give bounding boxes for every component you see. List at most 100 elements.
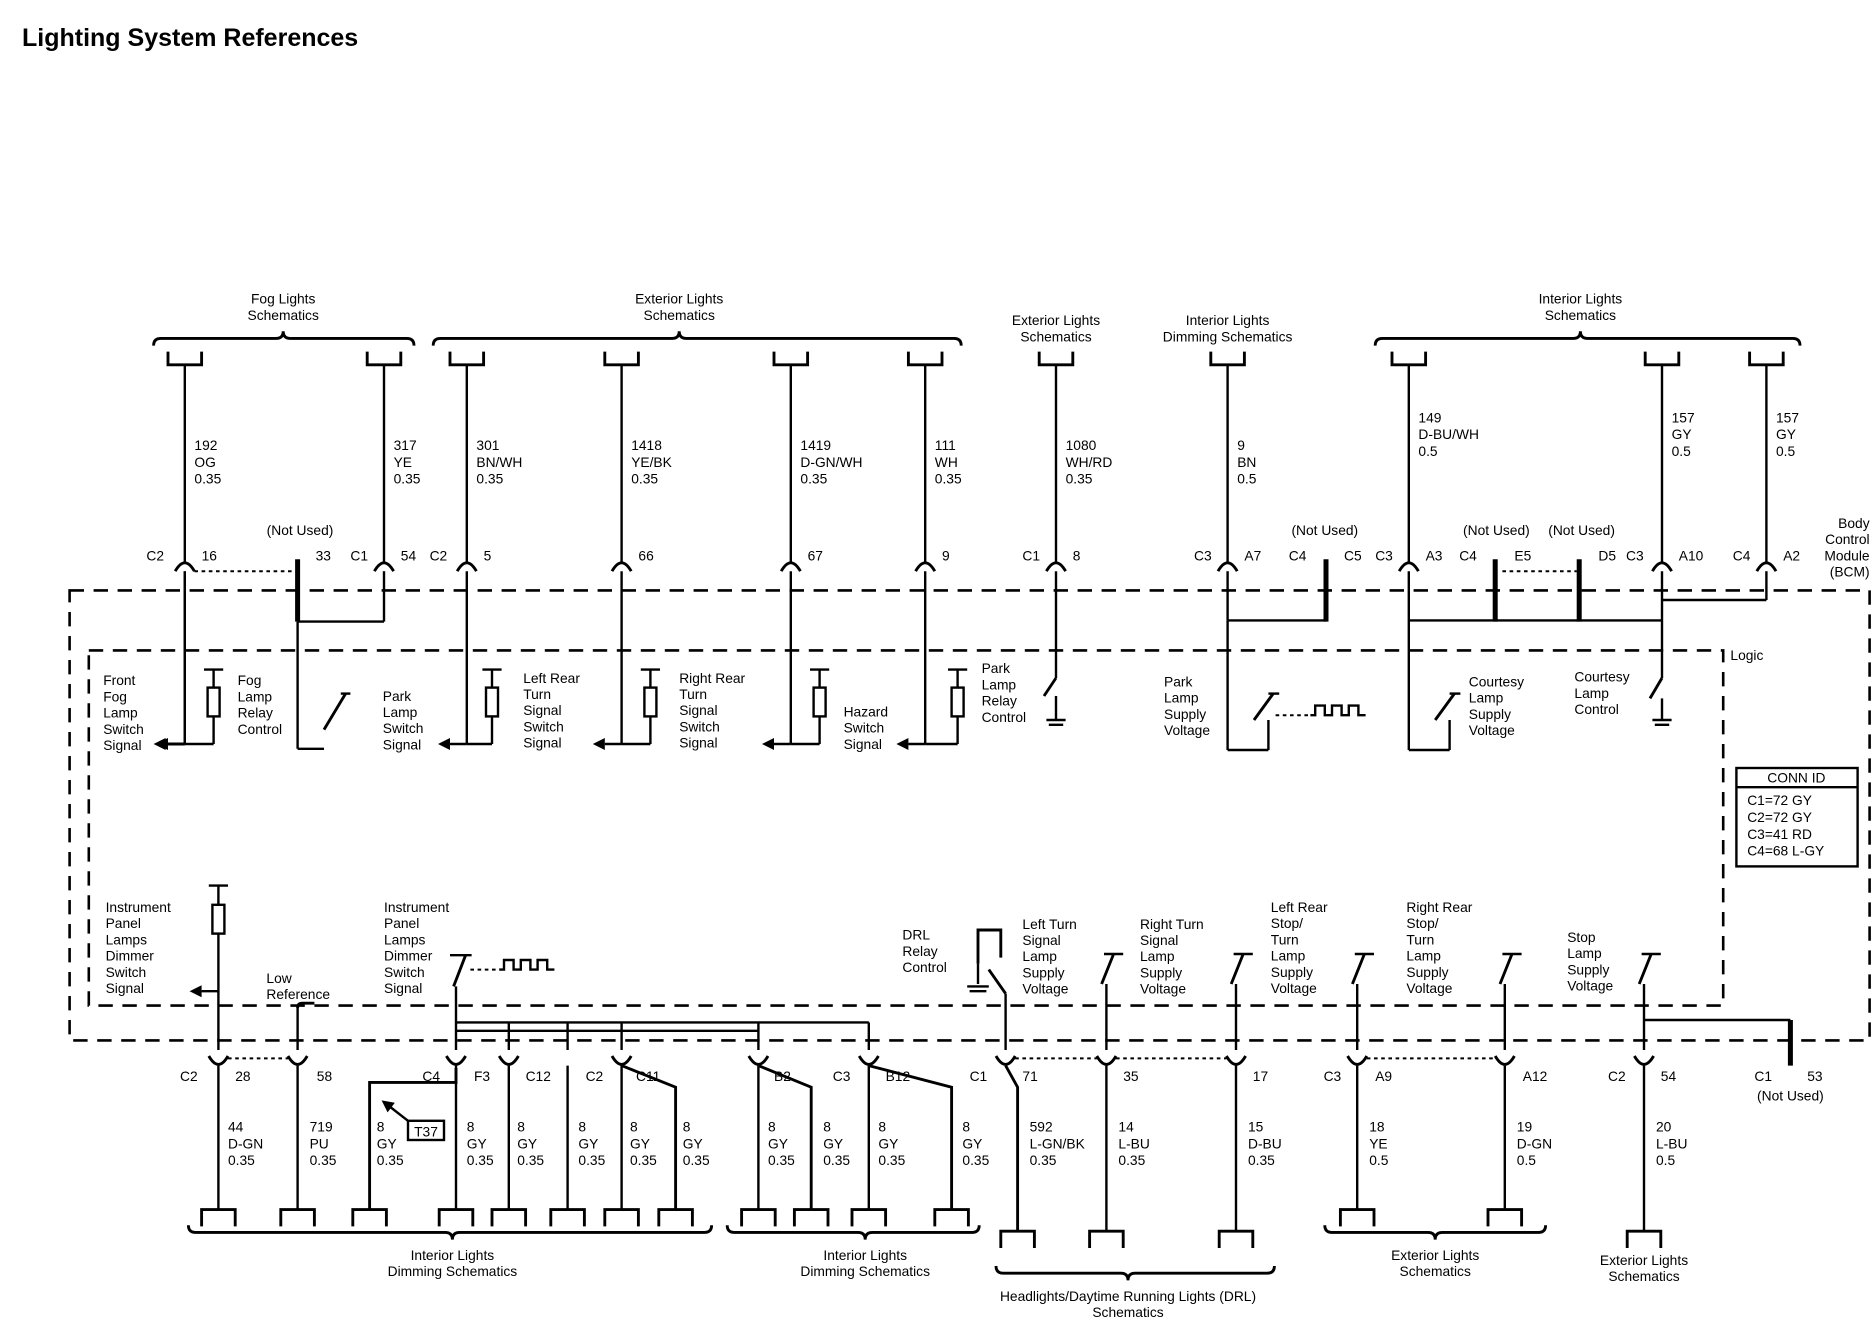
function-label: Lamp [982, 677, 1017, 692]
function-label: DRL [902, 928, 930, 943]
function-label: Control [238, 722, 282, 737]
wire-label: D-GN/WH [800, 455, 862, 470]
function-label: Switch [383, 721, 424, 736]
function-label: Relay [238, 706, 273, 721]
function-label: Supply [1164, 707, 1206, 722]
wire-label: 0.5 [1517, 1153, 1537, 1168]
function-label: Voltage [1271, 981, 1317, 996]
wire-label: 192 [194, 438, 217, 453]
terminal-icon [455, 561, 478, 572]
bottom-wire-17: 19D-GN 0.5 [1486, 1065, 1552, 1227]
top-group-label: Interior Lights [1539, 292, 1623, 307]
function-label: Turn [1271, 932, 1299, 947]
connector-socket-icon [906, 351, 944, 367]
function-label: Voltage [1469, 723, 1515, 738]
wire-label: D-GN [1517, 1136, 1552, 1151]
wire-label: 0.35 [228, 1153, 255, 1168]
wire-label: 157 [1776, 410, 1799, 425]
function-label: Lamp [238, 689, 273, 704]
wire-label: 19 [1517, 1120, 1533, 1135]
bottom-group-label: Schematics [1092, 1305, 1163, 1320]
function-label: Right Turn [1140, 917, 1204, 932]
connector-socket-icon [351, 1208, 388, 1227]
function-label: Lamp [1567, 946, 1602, 961]
top-function-labels: FrontFogLampSwitchSignalFogLampRelayCont… [103, 661, 1630, 753]
terminal-icon [610, 1055, 633, 1066]
wire-label: GY [578, 1136, 598, 1151]
wire-label: WH [935, 455, 958, 470]
wire-label: 8 [768, 1120, 776, 1135]
wire-label: 0.35 [394, 472, 421, 487]
pwm-signal-icon [1310, 704, 1366, 717]
module-label-text: Body [1838, 516, 1870, 531]
wire-label: 1080 [1066, 438, 1097, 453]
pin-number: 58 [317, 1069, 333, 1084]
wire-label: 592 [1030, 1120, 1053, 1135]
top-pin: C4 [1459, 548, 1498, 622]
wire-label: GY [768, 1136, 788, 1151]
pin-number: 54 [1661, 1069, 1677, 1084]
connector-id: C1 [1754, 1069, 1772, 1084]
top-group-label: Schematics [1545, 308, 1616, 323]
arrow-icon [381, 1100, 395, 1113]
top-pin: C5 [1344, 548, 1362, 563]
wire-label: 8 [823, 1120, 831, 1135]
logic-outline: Logic [87, 648, 1763, 1007]
conn-id-row: C4=68 L-GY [1747, 844, 1824, 859]
function-label: Control [902, 960, 946, 975]
pwm-signal-icon [499, 958, 555, 971]
wire-label: GY [630, 1136, 650, 1151]
function-label: Front [103, 673, 135, 688]
pin-number: A7 [1244, 548, 1261, 563]
terminal-icon [994, 1055, 1017, 1066]
wire-label: 8 [630, 1120, 638, 1135]
top-circuits [153, 571, 1768, 752]
terminal-icon [173, 561, 196, 572]
function-label: Control [982, 710, 1026, 725]
connector-id: C2 [430, 548, 448, 563]
connector-id: C4 [1733, 548, 1751, 563]
wire-label: 0.35 [377, 1153, 404, 1168]
pin-number: 66 [638, 548, 654, 563]
connector-socket-icon [603, 1208, 640, 1227]
arrow-icon [156, 738, 168, 750]
wire-label: 9 [1237, 438, 1245, 453]
connector-id: C3 [833, 1069, 851, 1084]
function-label: Switch [679, 719, 720, 734]
wire-label: YE [394, 455, 412, 470]
wire-label: GY [962, 1136, 982, 1151]
connector-socket-icon [1643, 351, 1681, 367]
function-label: Park [1164, 674, 1192, 689]
wire-label: GY [517, 1136, 537, 1151]
function-label: Signal [106, 981, 144, 996]
wire-label: 0.35 [1248, 1153, 1275, 1168]
pin-number: D5 [1598, 548, 1616, 563]
wire-label: 44 [228, 1120, 244, 1135]
wire-label: 8 [517, 1120, 525, 1135]
function-label: Left Rear [1271, 900, 1328, 915]
connector-id: C1 [350, 548, 368, 563]
function-label: Turn [1406, 932, 1434, 947]
function-label: Voltage [1406, 981, 1452, 996]
function-label: Panel [106, 916, 141, 931]
function-label: Voltage [1140, 982, 1186, 997]
function-label: Lamp [1271, 949, 1306, 964]
